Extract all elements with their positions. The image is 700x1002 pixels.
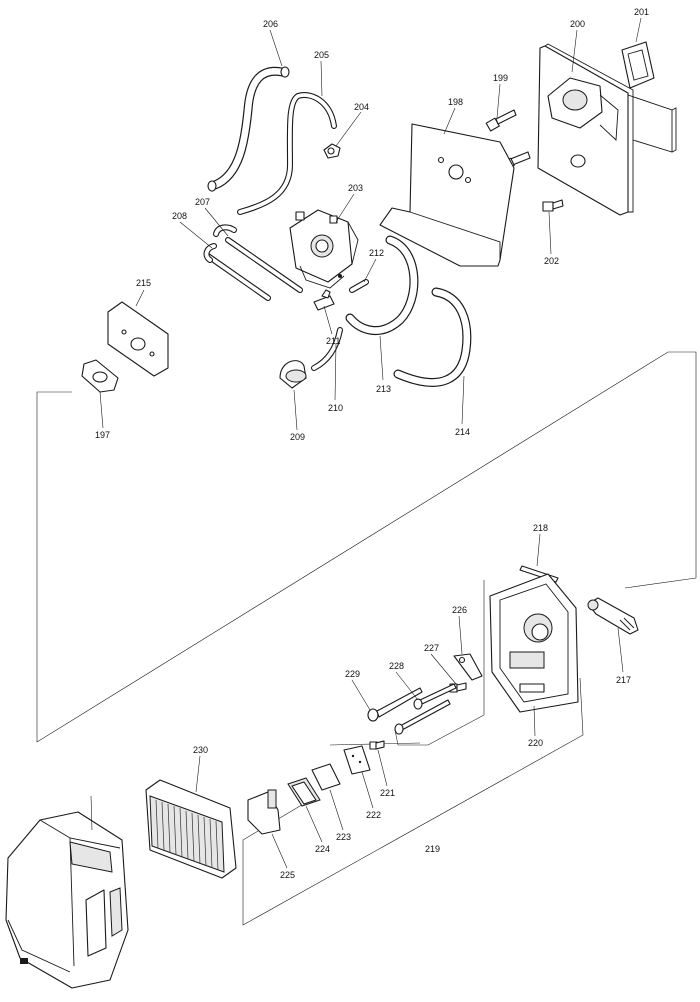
label-220: 221 [380,788,395,798]
part-228-bolt [367,687,423,722]
part-201-gasket [621,41,655,89]
part-206-hose [207,66,290,192]
label-222: 223 [336,832,351,842]
label-226: 227 [424,643,439,653]
part-222-pad [311,763,341,791]
label-210: 210 [328,403,343,413]
label-209: 209 [290,432,305,442]
label-208: 208 [172,211,187,221]
label-211: 211 [326,336,340,346]
label-203: 203 [348,183,363,193]
part-200-intake-plate [537,43,677,216]
label-223: 224 [315,844,330,854]
part-208-fuel-line [203,243,271,301]
label-198: 198 [448,97,463,107]
part-210-hose [311,327,343,371]
part-215-insulator [107,301,169,377]
part-205-hose [237,92,337,215]
part-216-choke-lever [587,597,639,635]
label-224: 225 [280,870,295,880]
label-205: 205 [314,50,329,60]
label-221: 222 [366,810,381,820]
part-209-primer-bulb [279,360,307,389]
part-204-clamp [323,143,341,159]
label-228: 229 [345,669,360,679]
part-207-fuel-line [213,224,303,293]
part-229-air-filter [145,779,237,879]
label-218: 219 [425,844,440,854]
part-230-filter-cover [5,811,129,989]
part-number-labels: 206 205 204 203 207 208 212 211 210 209 … [95,7,649,880]
part-212-spacer [349,279,369,293]
label-200: 200 [570,19,585,29]
label-201: 201 [634,7,649,17]
part-213-hose [345,235,419,336]
part-225-plate [453,653,483,681]
assembly-outline-upper [36,351,697,743]
label-227: 228 [389,661,404,671]
part-202-screw [542,199,564,212]
label-207: 207 [195,197,210,207]
label-215: 215 [136,278,151,288]
label-219: 220 [528,738,543,748]
leader-lines [90,17,642,869]
part-203-carburetor [289,209,359,289]
part-220-screw [369,740,385,750]
part-223-filter-element [287,777,321,807]
label-204: 204 [354,102,369,112]
label-197: 197 [95,430,110,440]
label-216: 217 [616,675,631,685]
label-214: 214 [455,427,470,437]
label-202: 202 [544,256,559,266]
label-213: 213 [376,384,391,394]
label-206: 206 [263,19,278,29]
part-198-heat-shield [379,123,515,267]
label-217: 218 [533,523,548,533]
label-225: 226 [452,605,467,615]
label-212: 212 [369,248,384,258]
part-197-gasket [81,359,119,393]
part-224-bracket [247,789,281,835]
part-221-plate [343,745,371,775]
label-199: 199 [493,73,508,83]
part-219-filter-base [489,573,579,713]
part-211-fitting [313,289,335,311]
part-214-hose [393,287,472,387]
label-229: 230 [193,745,208,755]
part-227-bolt [394,683,457,735]
